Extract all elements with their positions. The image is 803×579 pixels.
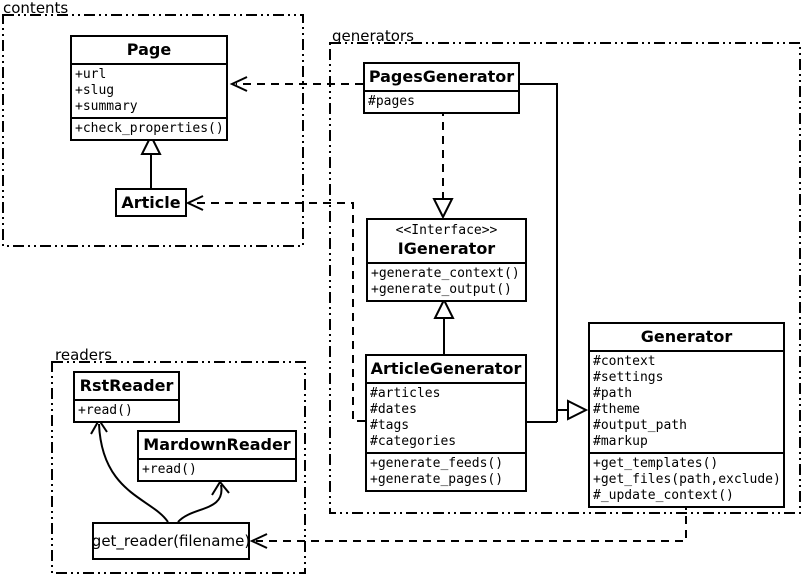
class-generator-title: Generator	[640, 327, 733, 346]
class-page-attributes: +url +slug +summary	[72, 63, 226, 117]
edge-articlegenerator-article	[192, 202, 365, 422]
method: +generate_pages()	[370, 472, 504, 487]
edge-getreader-mardownreader	[177, 484, 223, 523]
method: +generate_feeds()	[370, 456, 504, 471]
inheritance-arrow-icon	[567, 399, 589, 421]
class-rst-reader: RstReader +read()	[73, 371, 180, 423]
open-arrow-icon	[185, 195, 204, 211]
class-igenerator-title: IGenerator	[397, 239, 496, 258]
package-label-contents: contents	[3, 0, 69, 17]
node-get-reader: get_reader(filename)	[92, 522, 250, 560]
class-article-generator: ArticleGenerator #articles #dates #tags …	[365, 354, 527, 492]
package-border-contents	[2, 14, 304, 247]
attribute: #markup	[593, 434, 648, 449]
method: +get_templates()	[593, 456, 719, 471]
attribute: +url	[75, 67, 107, 82]
class-igenerator: <<Interface>> IGenerator +generate_conte…	[366, 218, 527, 302]
edge-generator-getreader	[256, 502, 687, 542]
open-arrow-icon	[249, 533, 268, 549]
attribute: #output_path	[593, 418, 687, 433]
package-label-readers: readers	[55, 346, 112, 364]
class-article-generator-methods: +generate_feeds() +generate_pages()	[367, 452, 525, 490]
attribute: +slug	[75, 83, 115, 98]
class-page-methods: +check_properties()	[72, 117, 226, 139]
class-mardown-reader: MardownReader +read()	[137, 430, 297, 482]
class-pages-generator-attributes: #pages	[365, 90, 518, 112]
class-rst-reader-title: RstReader	[79, 376, 174, 395]
method: +generate_context()	[371, 266, 520, 281]
attribute: #path	[593, 386, 633, 401]
class-generator: Generator #context #settings #path #them…	[588, 322, 785, 508]
class-generator-methods: +get_templates() +get_files(path,exclude…	[590, 452, 783, 506]
node-get-reader-label: get_reader(filename)	[91, 532, 251, 550]
method: +get_files(path,exclude)	[593, 472, 781, 487]
attribute: #settings	[593, 370, 664, 385]
attribute: #context	[593, 354, 656, 369]
method: +check_properties()	[75, 121, 224, 136]
class-pages-generator: PagesGenerator #pages	[363, 62, 520, 114]
class-mardown-reader-methods: +read()	[139, 458, 295, 480]
edge-pagesgenerator-generator	[520, 83, 558, 422]
class-rst-reader-methods: +read()	[75, 399, 178, 421]
inheritance-arrow-icon	[140, 133, 162, 155]
class-mardown-reader-title: MardownReader	[143, 435, 291, 454]
attribute: +summary	[75, 99, 138, 114]
class-article: Article	[115, 188, 187, 217]
attribute: #dates	[370, 402, 417, 417]
class-generator-attributes: #context #settings #path #theme #output_…	[590, 350, 783, 452]
class-page-title: Page	[126, 40, 172, 59]
class-article-generator-attributes: #articles #dates #tags #categories	[367, 382, 525, 452]
open-arrow-icon	[211, 480, 230, 496]
method: +read()	[142, 462, 197, 477]
inheritance-arrow-icon	[433, 297, 455, 319]
attribute: #theme	[593, 402, 640, 417]
method: +generate_output()	[371, 282, 512, 297]
class-pages-generator-title: PagesGenerator	[368, 67, 515, 86]
package-border-readers	[51, 361, 306, 574]
class-igenerator-methods: +generate_context() +generate_output()	[368, 262, 525, 300]
attribute: #articles	[370, 386, 441, 401]
class-article-generator-title: ArticleGenerator	[370, 359, 522, 378]
class-page: Page +url +slug +summary +check_properti…	[70, 35, 228, 141]
package-border-generators	[329, 42, 801, 514]
inheritance-arrow-icon	[432, 198, 454, 220]
attribute: #pages	[368, 94, 415, 109]
class-igenerator-stereotype: <<Interface>>	[395, 223, 498, 238]
edge-getreader-rstreader	[98, 423, 169, 523]
open-arrow-icon	[229, 76, 248, 92]
method: #_update_context()	[593, 488, 734, 503]
class-article-title: Article	[121, 192, 181, 212]
package-label-generators: generators	[332, 27, 414, 45]
method: +read()	[78, 403, 133, 418]
attribute: #tags	[370, 418, 410, 433]
attribute: #categories	[370, 434, 457, 449]
